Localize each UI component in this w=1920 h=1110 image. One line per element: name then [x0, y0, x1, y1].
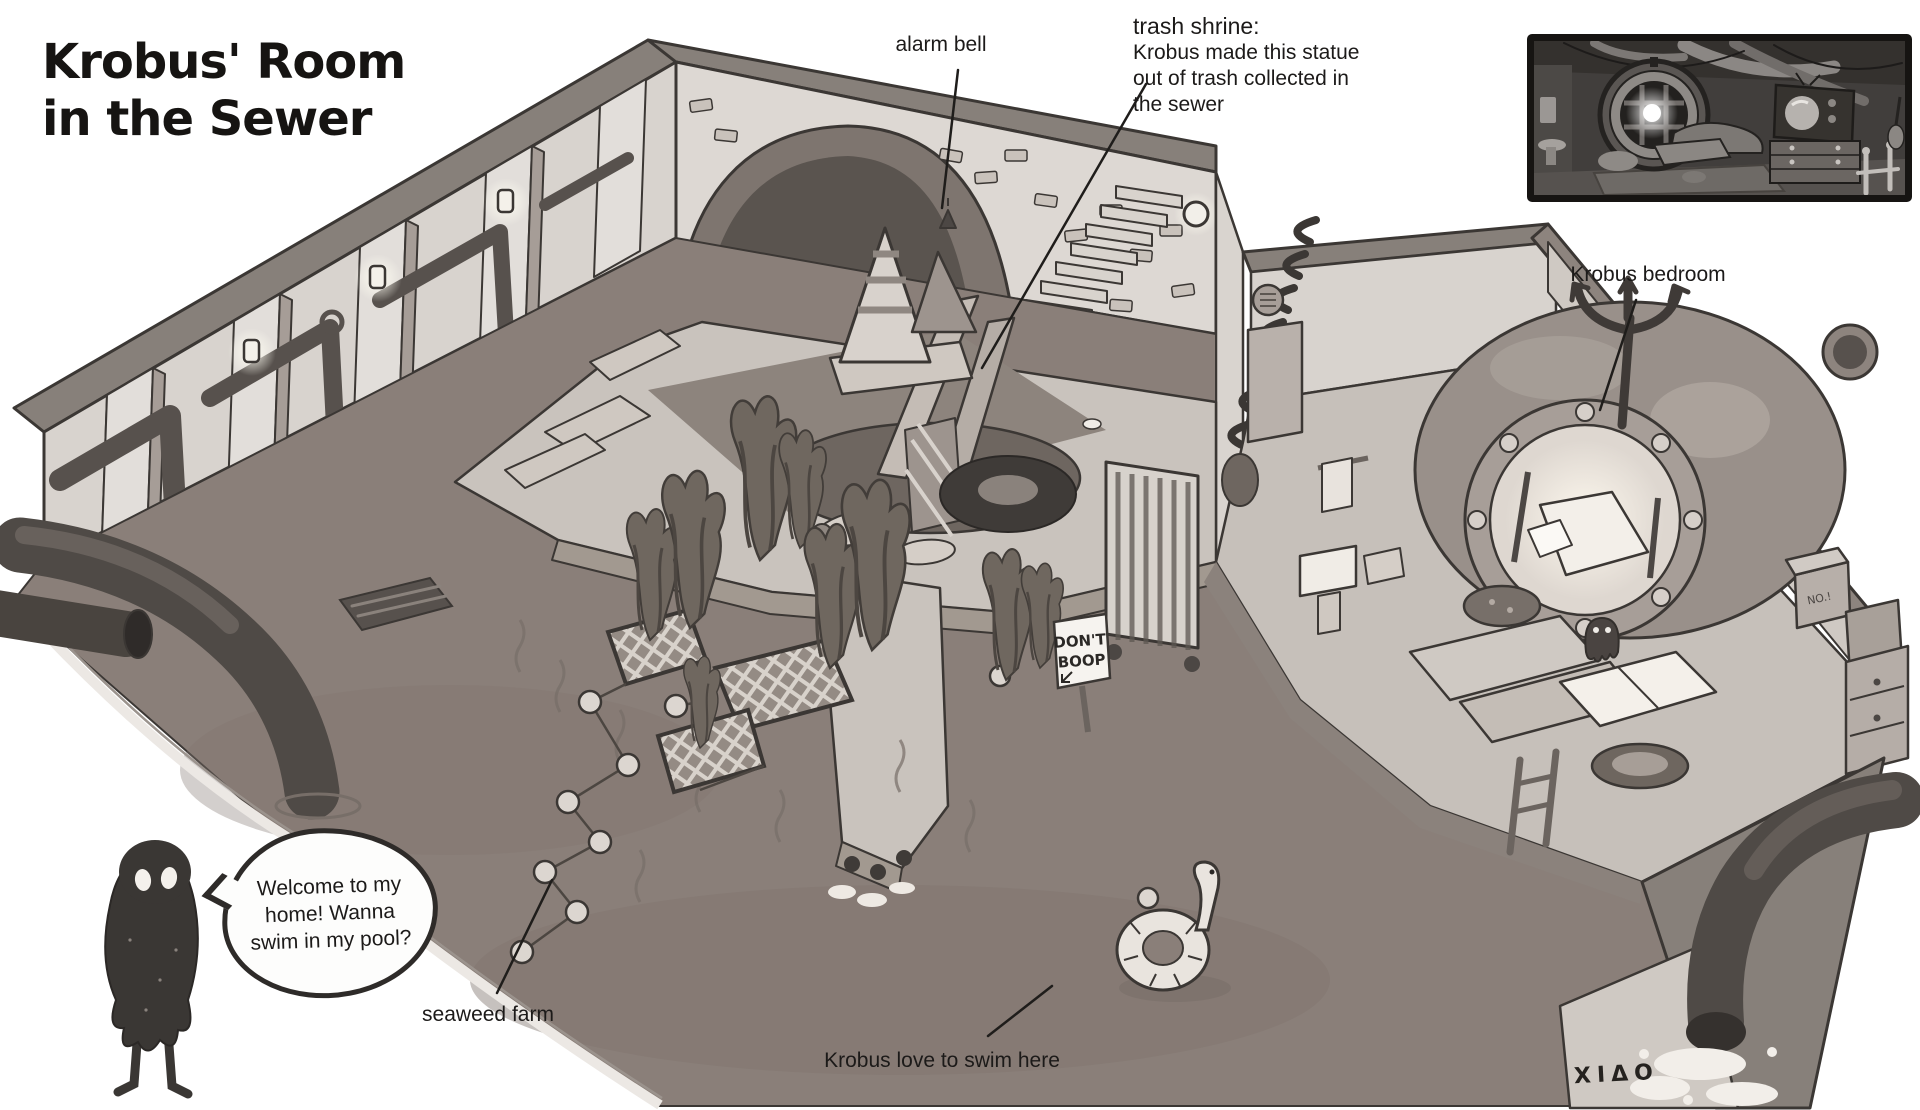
dont-boop-sign-text: DON'T: [1053, 630, 1107, 652]
seaweed-farm: [509, 394, 1160, 965]
inset-guitar: [1887, 96, 1905, 150]
note-trash-shrine-line: out of trash collected in: [1133, 67, 1349, 90]
sewer-pipes: [0, 517, 454, 820]
note-trash-shrine: trash shrine: Krobus made this statue ou…: [1133, 12, 1359, 118]
drain-pipe: [1630, 772, 1920, 1106]
wall-pipes: [49, 152, 634, 535]
label-krobus-bedroom: Krobus bedroom: [1570, 263, 1726, 286]
speech-bubble-text: Welcome to my home! Wanna swim in my poo…: [250, 872, 412, 955]
inset-tv: [1772, 72, 1856, 145]
krobus-figure: [104, 840, 199, 1099]
leader-lines: [495, 68, 1638, 1038]
inset-reference-image: [1527, 34, 1912, 202]
traffic-cone: [838, 226, 932, 364]
inset-room-drawing: [1534, 41, 1905, 195]
trident: [1569, 275, 1691, 430]
small-ghost-figure: [1584, 617, 1620, 663]
swan-swim-ring: [1115, 860, 1231, 1002]
label-seaweed-farm: seaweed farm: [422, 1003, 554, 1026]
bedroom-furniture: NO.!: [1408, 546, 1910, 856]
radiator: [1104, 460, 1200, 672]
page-title: Krobus' Room in the Sewer: [42, 34, 406, 148]
bedroom: NO.!: [1204, 275, 1910, 904]
alarm-bell-object: [939, 198, 957, 229]
walkway-planks: [504, 329, 681, 489]
note-trash-shrine-line: Krobus made this statue: [1133, 41, 1360, 64]
sink: [1298, 544, 1358, 598]
note-trash-shrine-heading: trash shrine:: [1133, 13, 1260, 39]
artist-signature: XIΔO: [1573, 1059, 1660, 1090]
wall-lamp: [1182, 200, 1210, 228]
bed: [1538, 490, 1650, 577]
seaweed-raft: [712, 637, 855, 733]
bedroom-capsule: [1413, 275, 1847, 642]
buoys: [509, 664, 1160, 965]
bathroom-corner: [1221, 283, 1405, 635]
open-book: [1558, 650, 1718, 728]
left-wall: [12, 38, 678, 567]
dont-boop-sign-text: BOOP: [1057, 650, 1106, 671]
page-title-line1: Krobus' Room: [42, 34, 406, 90]
label-alarm-bell: alarm bell: [895, 33, 987, 56]
pool-ladder: [1506, 748, 1560, 856]
dont-boop-sign: DON'T BOOP: [1052, 612, 1112, 733]
label-swim-spot: Krobus love to swim here: [824, 1049, 1060, 1072]
dresser: [1844, 644, 1910, 776]
inset-dresser: [1769, 140, 1861, 184]
note-trash-shrine-line: the sewer: [1133, 93, 1225, 116]
wall-lanterns: [228, 178, 530, 376]
dock-spouts: [828, 850, 915, 907]
brick-patches: [688, 98, 1196, 333]
shrine-tire: [939, 455, 1077, 533]
cardboard-box: NO.!: [1784, 546, 1852, 630]
right-edge: [1558, 756, 1920, 1110]
page-title-line2: in the Sewer: [42, 91, 372, 147]
box-label: NO.!: [1806, 590, 1833, 608]
